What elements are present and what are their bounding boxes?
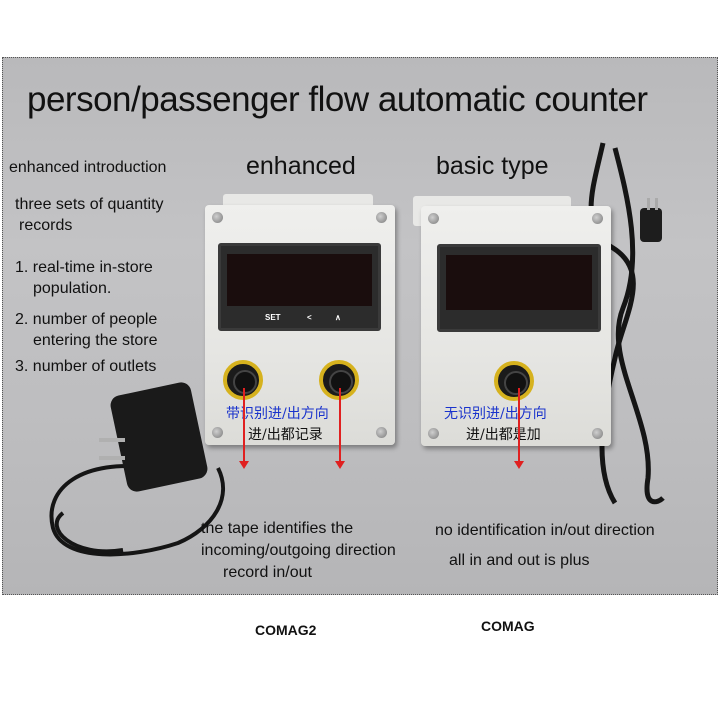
enhanced-caption-line3: record in/out — [223, 564, 312, 581]
enhanced-label: enhanced — [246, 152, 356, 180]
photo-title: person/passenger flow automatic counter — [27, 80, 648, 119]
enhanced-display: SET < ∧ — [218, 243, 381, 331]
model-enhanced: COMAG2 — [255, 622, 317, 638]
basic-display — [437, 244, 601, 332]
left-down-arrow-icon — [239, 388, 249, 469]
screw-icon — [592, 428, 603, 439]
left-button-label: < — [307, 313, 312, 322]
intro-item2-line1: 2. number of people — [15, 311, 158, 328]
basic-lcd — [446, 255, 592, 310]
intro-heading: enhanced introduction — [9, 159, 167, 176]
screw-icon — [376, 212, 387, 223]
enhanced-cn-line1: 带识别进/出方向 — [226, 406, 329, 422]
enhanced-lcd — [227, 254, 372, 306]
enhanced-cn-line2: 进/出都记录 — [248, 427, 323, 443]
model-basic: COMAG — [481, 618, 535, 634]
intro-item2-line2: entering the store — [33, 332, 158, 349]
screw-icon — [212, 212, 223, 223]
basic-down-arrow-icon — [514, 388, 524, 469]
sensor-knob-basic — [494, 361, 534, 401]
product-photo: person/passenger flow automatic counter … — [2, 57, 718, 595]
basic-cn-line1: 无识别进/出方向 — [444, 406, 547, 422]
screw-icon — [428, 428, 439, 439]
sensor-knob-right — [319, 360, 359, 400]
screw-icon — [592, 213, 603, 224]
basic-caption-line1: no identification in/out direction — [435, 522, 655, 539]
basic-device — [421, 206, 611, 446]
enhanced-caption-line2: incoming/outgoing direction — [201, 542, 396, 559]
basic-caption-line2: all in and out is plus — [449, 552, 590, 569]
screw-icon — [428, 213, 439, 224]
intro-records-line1: three sets of quantity — [15, 196, 164, 213]
enhanced-device: SET < ∧ — [205, 205, 395, 445]
intro-item3: 3. number of outlets — [15, 358, 157, 375]
up-button-label: ∧ — [335, 313, 341, 322]
basic-label: basic type — [436, 152, 549, 180]
set-button-label: SET — [265, 313, 281, 322]
intro-item1-line2: population. — [33, 280, 112, 297]
screw-icon — [212, 427, 223, 438]
right-down-arrow-icon — [335, 388, 345, 469]
basic-cn-line2: 进/出都是加 — [466, 427, 541, 443]
intro-records-line2: records — [19, 217, 73, 234]
enhanced-caption-line1: the tape identifies the — [201, 520, 354, 537]
screw-icon — [376, 427, 387, 438]
intro-item1-line1: 1. real-time in-store — [15, 259, 153, 276]
